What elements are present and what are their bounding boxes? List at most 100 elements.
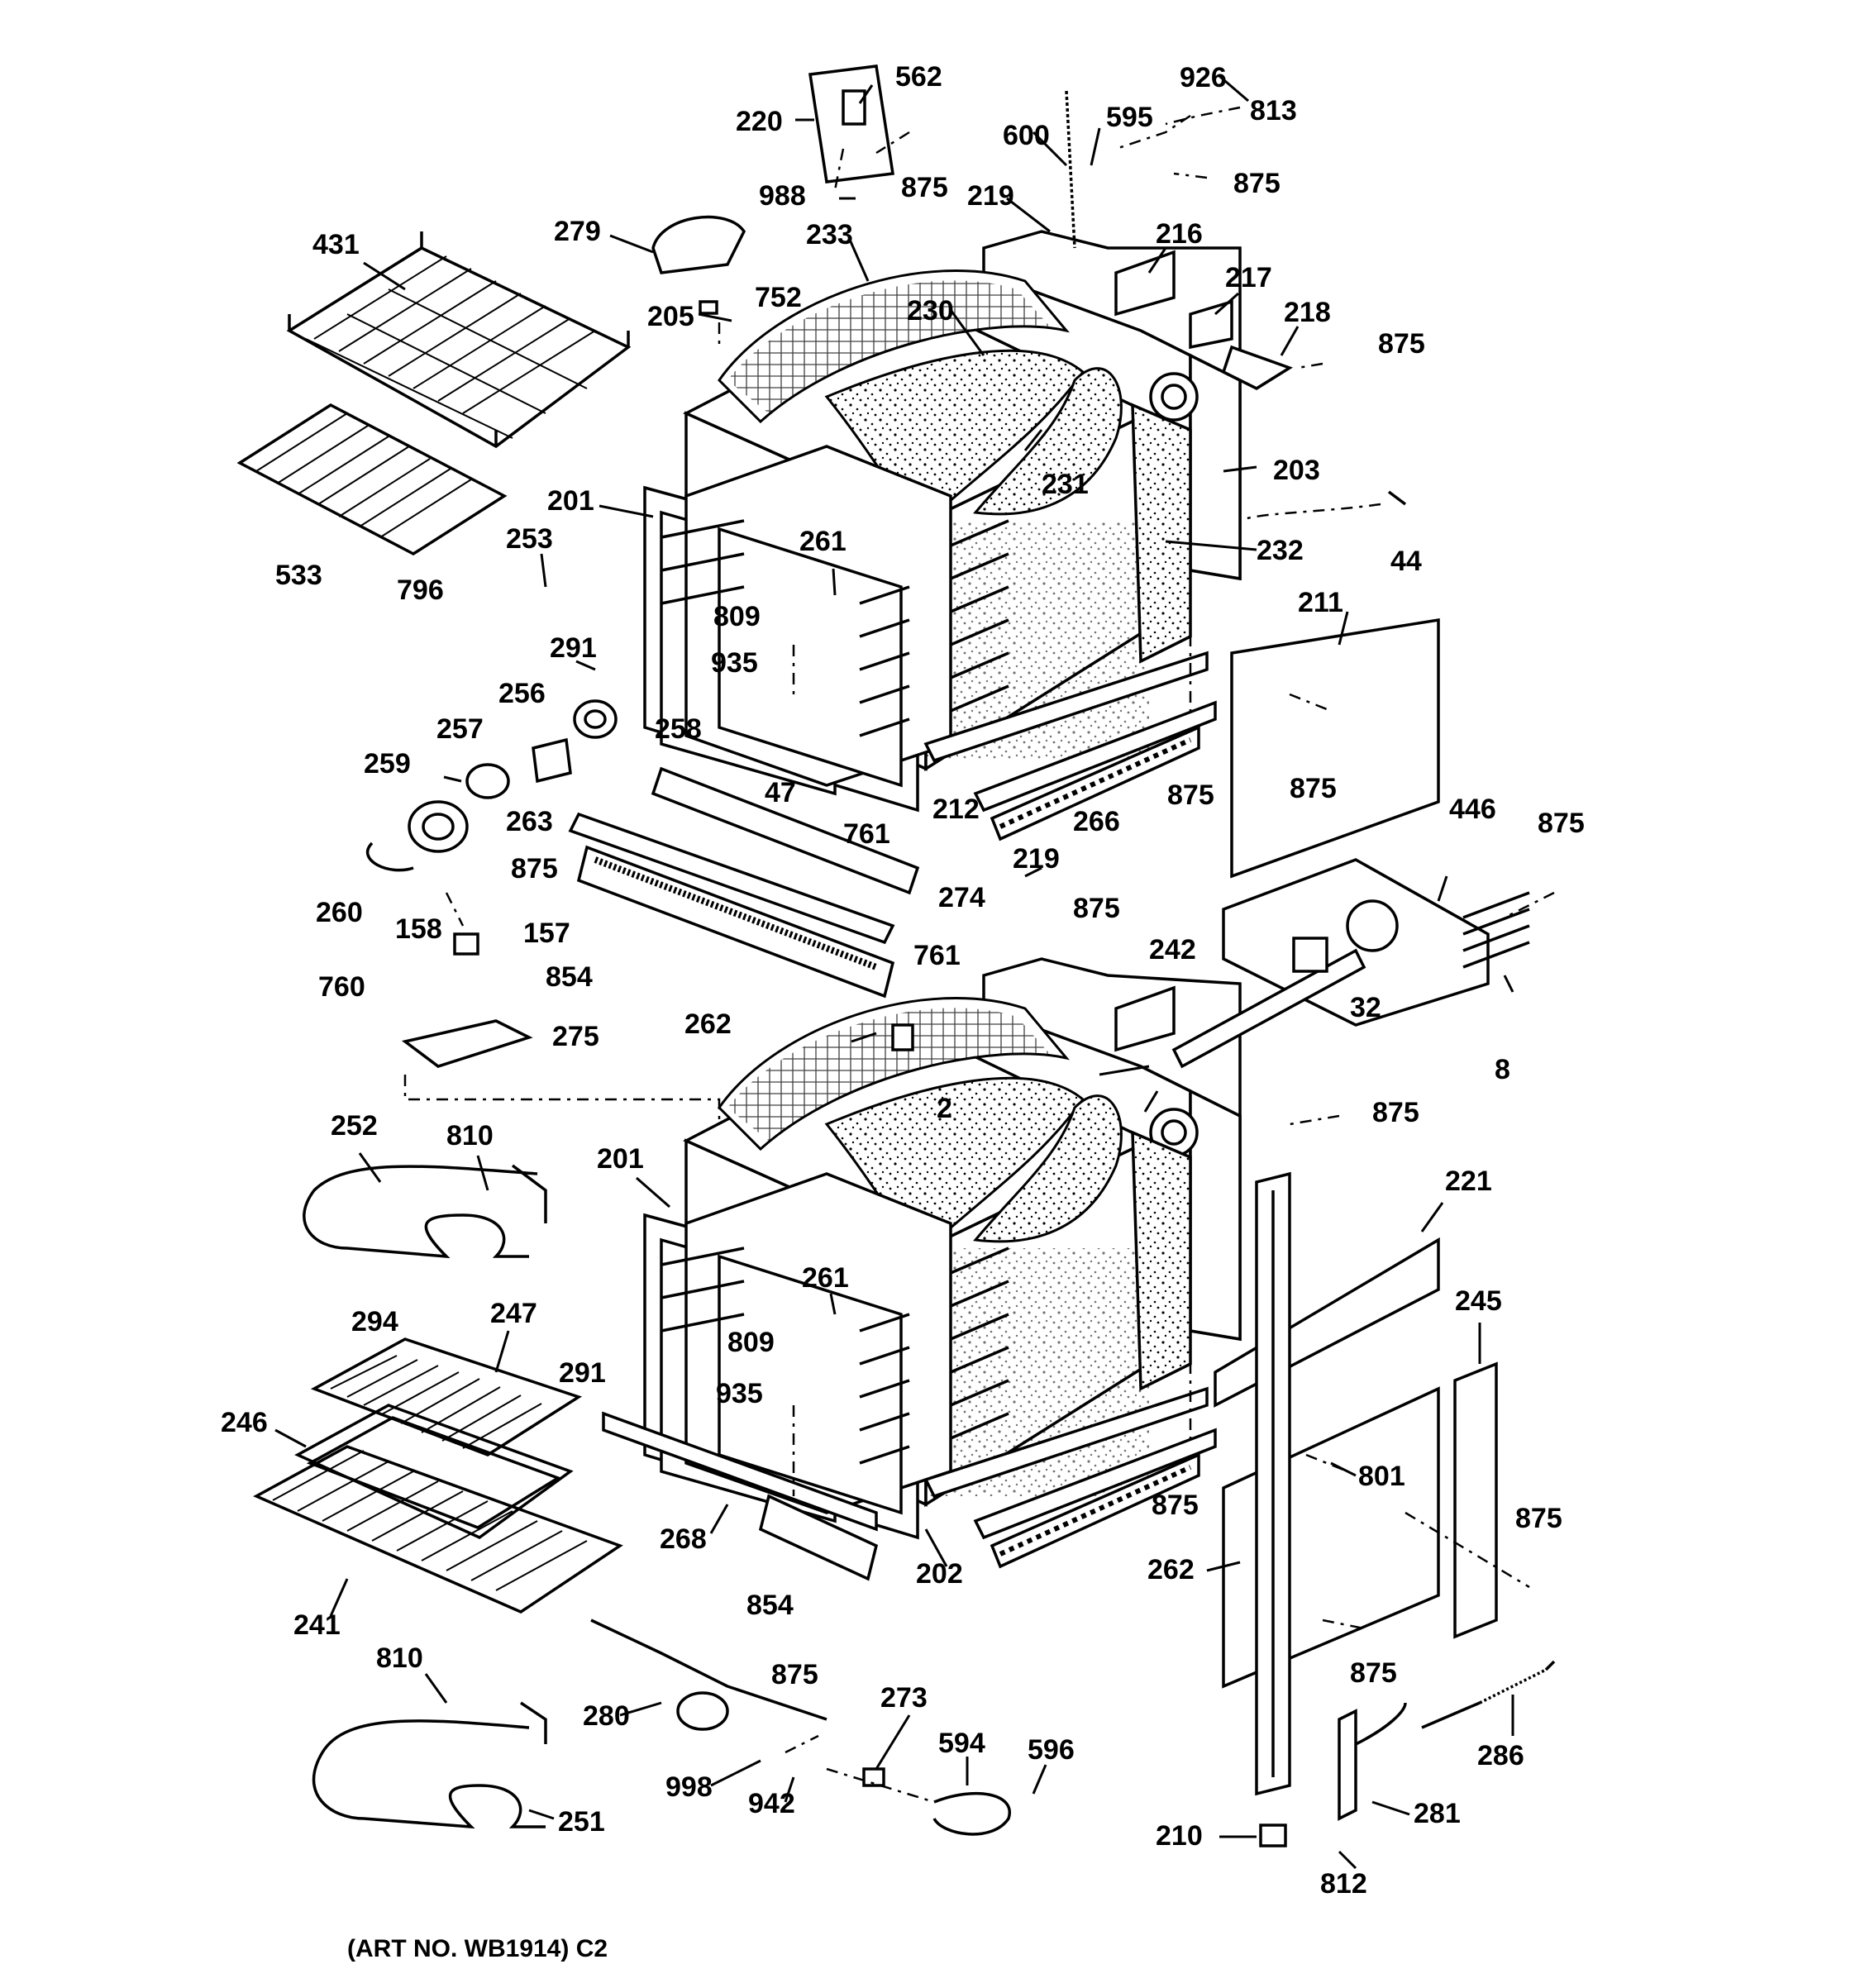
- callout-242: 242: [1149, 934, 1196, 965]
- callout-231: 231: [1042, 469, 1089, 500]
- callout-875: 875: [1290, 773, 1337, 804]
- callout-875: 875: [1233, 168, 1281, 199]
- callout-263: 263: [506, 806, 553, 837]
- oven-racks: [236, 231, 632, 1614]
- callout-875: 875: [1167, 779, 1214, 811]
- callout-261: 261: [802, 1262, 849, 1294]
- callout-594: 594: [938, 1728, 985, 1759]
- callout-875: 875: [511, 853, 558, 884]
- callout-875: 875: [1350, 1657, 1397, 1689]
- label-leaders: [363, 74, 1514, 1076]
- callout-2: 2: [937, 1093, 952, 1124]
- callout-796: 796: [397, 574, 444, 606]
- callout-813: 813: [1250, 95, 1297, 126]
- callout-809: 809: [727, 1327, 775, 1358]
- callout-217: 217: [1225, 262, 1272, 293]
- callout-268: 268: [660, 1523, 707, 1555]
- callout-157: 157: [523, 918, 570, 949]
- callout-926: 926: [1180, 62, 1227, 93]
- callout-752: 752: [755, 282, 802, 313]
- callout-761: 761: [913, 940, 961, 971]
- upper-oven-cavity: [643, 230, 1293, 841]
- callout-262: 262: [1147, 1554, 1195, 1585]
- callout-252: 252: [331, 1110, 378, 1142]
- callout-257: 257: [436, 713, 484, 745]
- callout-233: 233: [806, 219, 853, 250]
- callout-8: 8: [1495, 1054, 1510, 1085]
- callout-809: 809: [713, 601, 761, 632]
- callout-253: 253: [506, 523, 553, 555]
- callout-875: 875: [771, 1659, 818, 1690]
- callout-280: 280: [583, 1700, 630, 1732]
- callout-201: 201: [597, 1143, 644, 1175]
- leader-lines: [403, 106, 1555, 1804]
- callout-210: 210: [1156, 1820, 1203, 1852]
- callout-875: 875: [1515, 1503, 1562, 1534]
- callout-221: 221: [1445, 1166, 1492, 1197]
- callout-431: 431: [312, 229, 360, 260]
- small-parts: [365, 64, 1556, 1847]
- callout-286: 286: [1477, 1740, 1524, 1771]
- art-number-caption: (ART NO. WB1914) C2: [347, 1935, 608, 1962]
- callout-158: 158: [395, 913, 442, 945]
- label-leaders-lower: [274, 1090, 1514, 1870]
- callout-562: 562: [895, 61, 942, 93]
- callout-600: 600: [1003, 120, 1050, 151]
- callout-203: 203: [1273, 455, 1320, 486]
- callout-262: 262: [684, 1008, 732, 1040]
- callout-935: 935: [716, 1378, 763, 1409]
- callout-274: 274: [938, 882, 985, 913]
- heating-elements: [303, 1164, 547, 1829]
- callout-259: 259: [364, 748, 411, 779]
- callout-47: 47: [765, 777, 796, 808]
- callout-273: 273: [880, 1682, 928, 1714]
- callout-258: 258: [655, 713, 702, 745]
- callout-875: 875: [1073, 893, 1120, 924]
- callout-533: 533: [275, 560, 322, 591]
- side-panels: [1171, 617, 1530, 1796]
- callout-596: 596: [1028, 1734, 1075, 1766]
- callout-875: 875: [901, 172, 948, 203]
- callout-935: 935: [711, 647, 758, 679]
- callout-220: 220: [736, 106, 783, 137]
- callout-32: 32: [1350, 992, 1381, 1023]
- callout-251: 251: [558, 1806, 605, 1838]
- callout-245: 245: [1455, 1285, 1502, 1317]
- callout-labels: 562 220 875 988 926 813 600 595 875 219 …: [221, 61, 1585, 1900]
- callout-211: 211: [1298, 587, 1343, 618]
- callout-801: 801: [1358, 1461, 1405, 1492]
- callout-810: 810: [446, 1120, 494, 1151]
- callout-875: 875: [1378, 328, 1425, 360]
- callout-761: 761: [843, 818, 890, 850]
- callout-256: 256: [498, 678, 546, 709]
- callout-201: 201: [547, 485, 594, 517]
- callout-988: 988: [759, 180, 806, 212]
- callout-281: 281: [1414, 1798, 1461, 1829]
- callout-218: 218: [1284, 297, 1331, 328]
- callout-261: 261: [799, 526, 847, 557]
- callout-446: 446: [1449, 794, 1496, 825]
- callout-230: 230: [907, 295, 954, 327]
- callout-232: 232: [1257, 535, 1304, 566]
- callout-875: 875: [1152, 1490, 1199, 1521]
- callout-202: 202: [916, 1558, 963, 1590]
- callout-219: 219: [967, 180, 1014, 212]
- callout-854: 854: [546, 961, 593, 993]
- callout-247: 247: [490, 1298, 537, 1329]
- callout-875: 875: [1372, 1097, 1419, 1128]
- callout-44: 44: [1390, 546, 1422, 577]
- callout-854: 854: [746, 1590, 794, 1621]
- callout-219: 219: [1013, 843, 1060, 875]
- callout-246: 246: [221, 1407, 268, 1438]
- lower-oven-cavity: [602, 957, 1242, 1581]
- callout-294: 294: [351, 1306, 398, 1337]
- callout-998: 998: [665, 1771, 713, 1803]
- callout-241: 241: [293, 1609, 341, 1641]
- callout-275: 275: [552, 1021, 599, 1052]
- callout-812: 812: [1320, 1868, 1367, 1900]
- callout-291: 291: [550, 632, 597, 664]
- callout-212: 212: [932, 794, 980, 825]
- callout-810: 810: [376, 1642, 423, 1674]
